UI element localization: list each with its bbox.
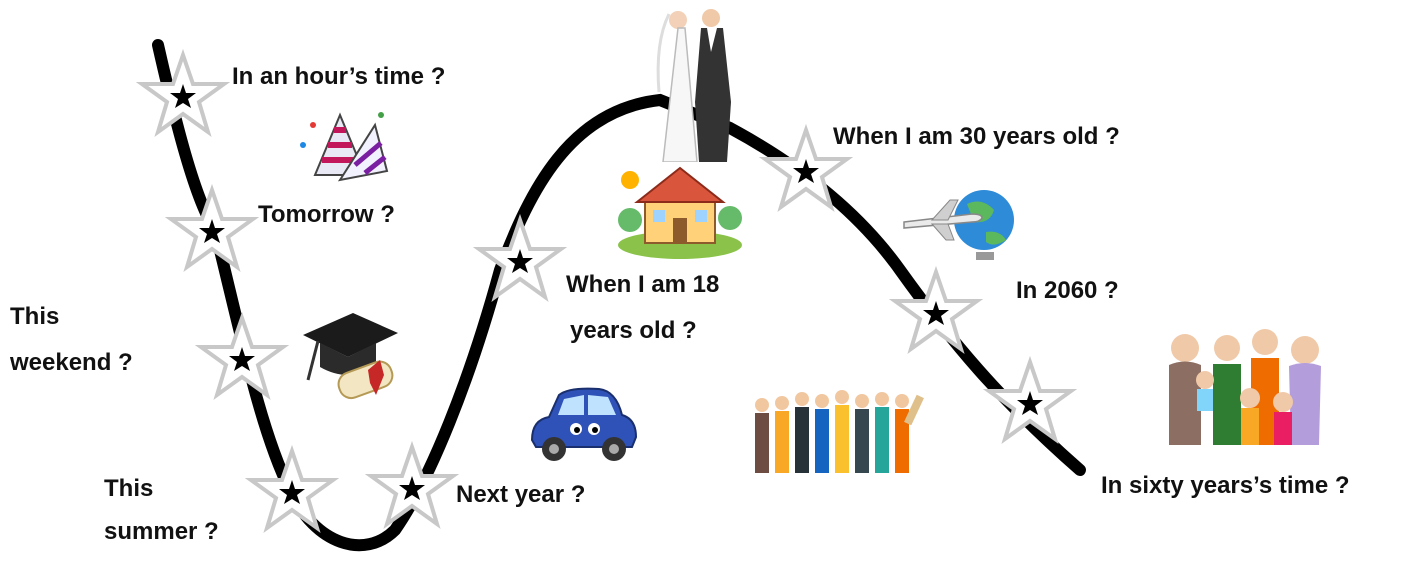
workers-group-icon [755, 390, 924, 473]
label-18-2: years old ? [570, 317, 697, 344]
family-icon [1169, 329, 1321, 445]
car-icon [530, 387, 638, 461]
label-weekend-1: This [10, 303, 60, 330]
label-sixty: In sixty years’s time ? [1101, 472, 1350, 499]
label-30: When I am 30 years old ? [833, 123, 1120, 150]
milestone-star-hour [140, 53, 226, 134]
label-18-1: When I am 18 [566, 271, 720, 298]
label-next-year: Next year ? [456, 481, 586, 508]
milestone-star-weekend [199, 316, 285, 397]
house-icon [618, 166, 742, 259]
label-summer-2: summer ? [104, 518, 219, 545]
label-tomorrow: Tomorrow ? [258, 201, 395, 228]
graduation-cap-icon [303, 313, 398, 400]
airplane-globe-icon [903, 190, 1014, 260]
wedding-couple-icon [656, 9, 731, 162]
timeline-curve [152, 39, 1086, 552]
label-2060: In 2060 ? [1016, 277, 1119, 304]
milestone-star-tomorrow [169, 188, 255, 269]
party-hat-icon [300, 112, 389, 182]
label-summer-1: This [104, 475, 154, 502]
label-weekend-2: weekend ? [10, 349, 133, 376]
label-hour: In an hour’s time ? [232, 63, 446, 90]
milestone-star-summer [249, 449, 335, 530]
